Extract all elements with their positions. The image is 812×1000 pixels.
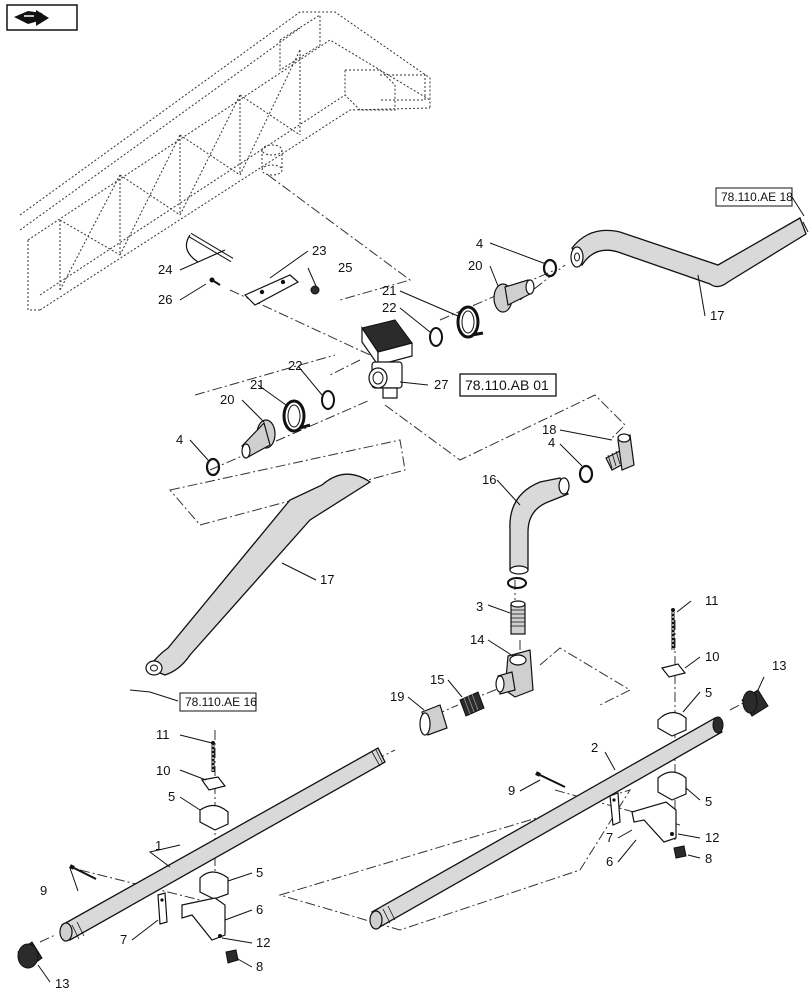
callout-1: 1	[155, 838, 162, 853]
callout-23: 23	[312, 243, 326, 258]
callout-19: 19	[390, 689, 404, 704]
callout-8-right: 8	[705, 851, 712, 866]
callout-9-right: 9	[508, 783, 515, 798]
callout-16: 16	[482, 472, 496, 487]
part-15-nipple	[459, 691, 485, 717]
callout-4-mid: 4	[548, 435, 555, 450]
callout-20-upper: 20	[468, 258, 482, 273]
part-26-screw	[209, 277, 221, 286]
part-2-pipe	[369, 716, 724, 930]
part-16-hose	[509, 477, 570, 575]
callout-22-upper: 22	[382, 300, 396, 315]
part-3-adapter	[510, 600, 526, 635]
reference-ab01[interactable]: 78.110.AB 01	[459, 373, 557, 397]
callout-10-left: 10	[156, 763, 170, 778]
callout-17-upper: 17	[710, 308, 724, 323]
part-24-pin	[185, 232, 234, 263]
callout-27: 27	[434, 377, 448, 392]
part-17-hose-lower	[145, 473, 372, 676]
reference-ae16[interactable]: 78.110.AE 16	[179, 692, 257, 712]
part-13-cap-left	[17, 941, 43, 969]
callout-3: 3	[476, 599, 483, 614]
callout-labels: 1 2 3 4 4 4 5 5 5 5 6 6 7 7 8 8 9 9 10 1…	[40, 236, 786, 991]
part-18-elbow	[605, 433, 635, 471]
part-4-clip-mid	[578, 464, 594, 484]
callout-24: 24	[158, 262, 172, 277]
part-4-clip-bottom	[507, 577, 527, 589]
part-17-hose-upper	[570, 217, 809, 288]
callout-13-left: 13	[55, 976, 69, 991]
right-bracket-assembly	[535, 608, 687, 859]
part-4-clip-lower	[205, 457, 221, 477]
part-13-cap-right	[741, 689, 769, 717]
callout-4-lower: 4	[176, 432, 183, 447]
callout-7-right: 7	[606, 830, 613, 845]
callout-10-right: 10	[705, 649, 719, 664]
callout-4-upper: 4	[476, 236, 483, 251]
callout-21-upper: 21	[382, 283, 396, 298]
callout-9-left: 9	[40, 883, 47, 898]
part-22-oring-upper	[429, 327, 443, 347]
part-22-oring-lower	[321, 390, 335, 410]
callout-20-lower: 20	[220, 392, 234, 407]
reference-ab01-label[interactable]: 78.110.AB 01	[465, 377, 549, 393]
callout-11-right: 11	[705, 593, 719, 608]
callout-11-left: 11	[156, 727, 170, 742]
callout-5-lower-right: 5	[705, 794, 712, 809]
part-25-nut	[310, 285, 320, 295]
callout-12-left: 12	[256, 935, 270, 950]
callout-22-lower: 22	[288, 358, 302, 373]
part-23-plate	[243, 274, 300, 306]
reference-ae18-label[interactable]: 78.110.AE 18	[721, 190, 793, 204]
reference-ae18[interactable]: 78.110.AE 18	[715, 187, 805, 217]
part-20-fitting-lower	[241, 419, 276, 459]
callout-5-upper-left: 5	[168, 789, 175, 804]
leader-lines	[37, 242, 765, 983]
callout-21-lower: 21	[250, 377, 264, 392]
part-19-coupler	[419, 704, 448, 736]
callout-8-left: 8	[256, 959, 263, 974]
callout-6-left: 6	[256, 902, 263, 917]
part-1-pipe	[59, 747, 386, 942]
callout-2: 2	[591, 740, 598, 755]
part-27-valve	[361, 319, 413, 399]
part-4-clip-upper	[542, 258, 558, 278]
part-20-fitting-upper	[493, 279, 535, 313]
left-bracket-assembly	[69, 741, 239, 964]
callout-14: 14	[470, 632, 484, 647]
reference-ae16-label[interactable]: 78.110.AE 16	[185, 695, 257, 709]
navigation-arrow-icon[interactable]	[6, 4, 78, 31]
callout-5-lower-left: 5	[256, 865, 263, 880]
callout-12-right: 12	[705, 830, 719, 845]
callout-26: 26	[158, 292, 172, 307]
part-21-clamp-upper	[456, 305, 484, 339]
callout-18: 18	[542, 422, 556, 437]
callout-17-lower: 17	[320, 572, 334, 587]
part-21-clamp-lower	[282, 399, 311, 433]
callout-15: 15	[430, 672, 444, 687]
part-14-tee	[495, 649, 534, 698]
boom-frame-phantom	[19, 11, 431, 311]
callout-13-right: 13	[772, 658, 786, 673]
callout-7-left: 7	[120, 932, 127, 947]
callout-5-upper-right: 5	[705, 685, 712, 700]
callout-25: 25	[338, 260, 352, 275]
callout-6-right: 6	[606, 854, 613, 869]
